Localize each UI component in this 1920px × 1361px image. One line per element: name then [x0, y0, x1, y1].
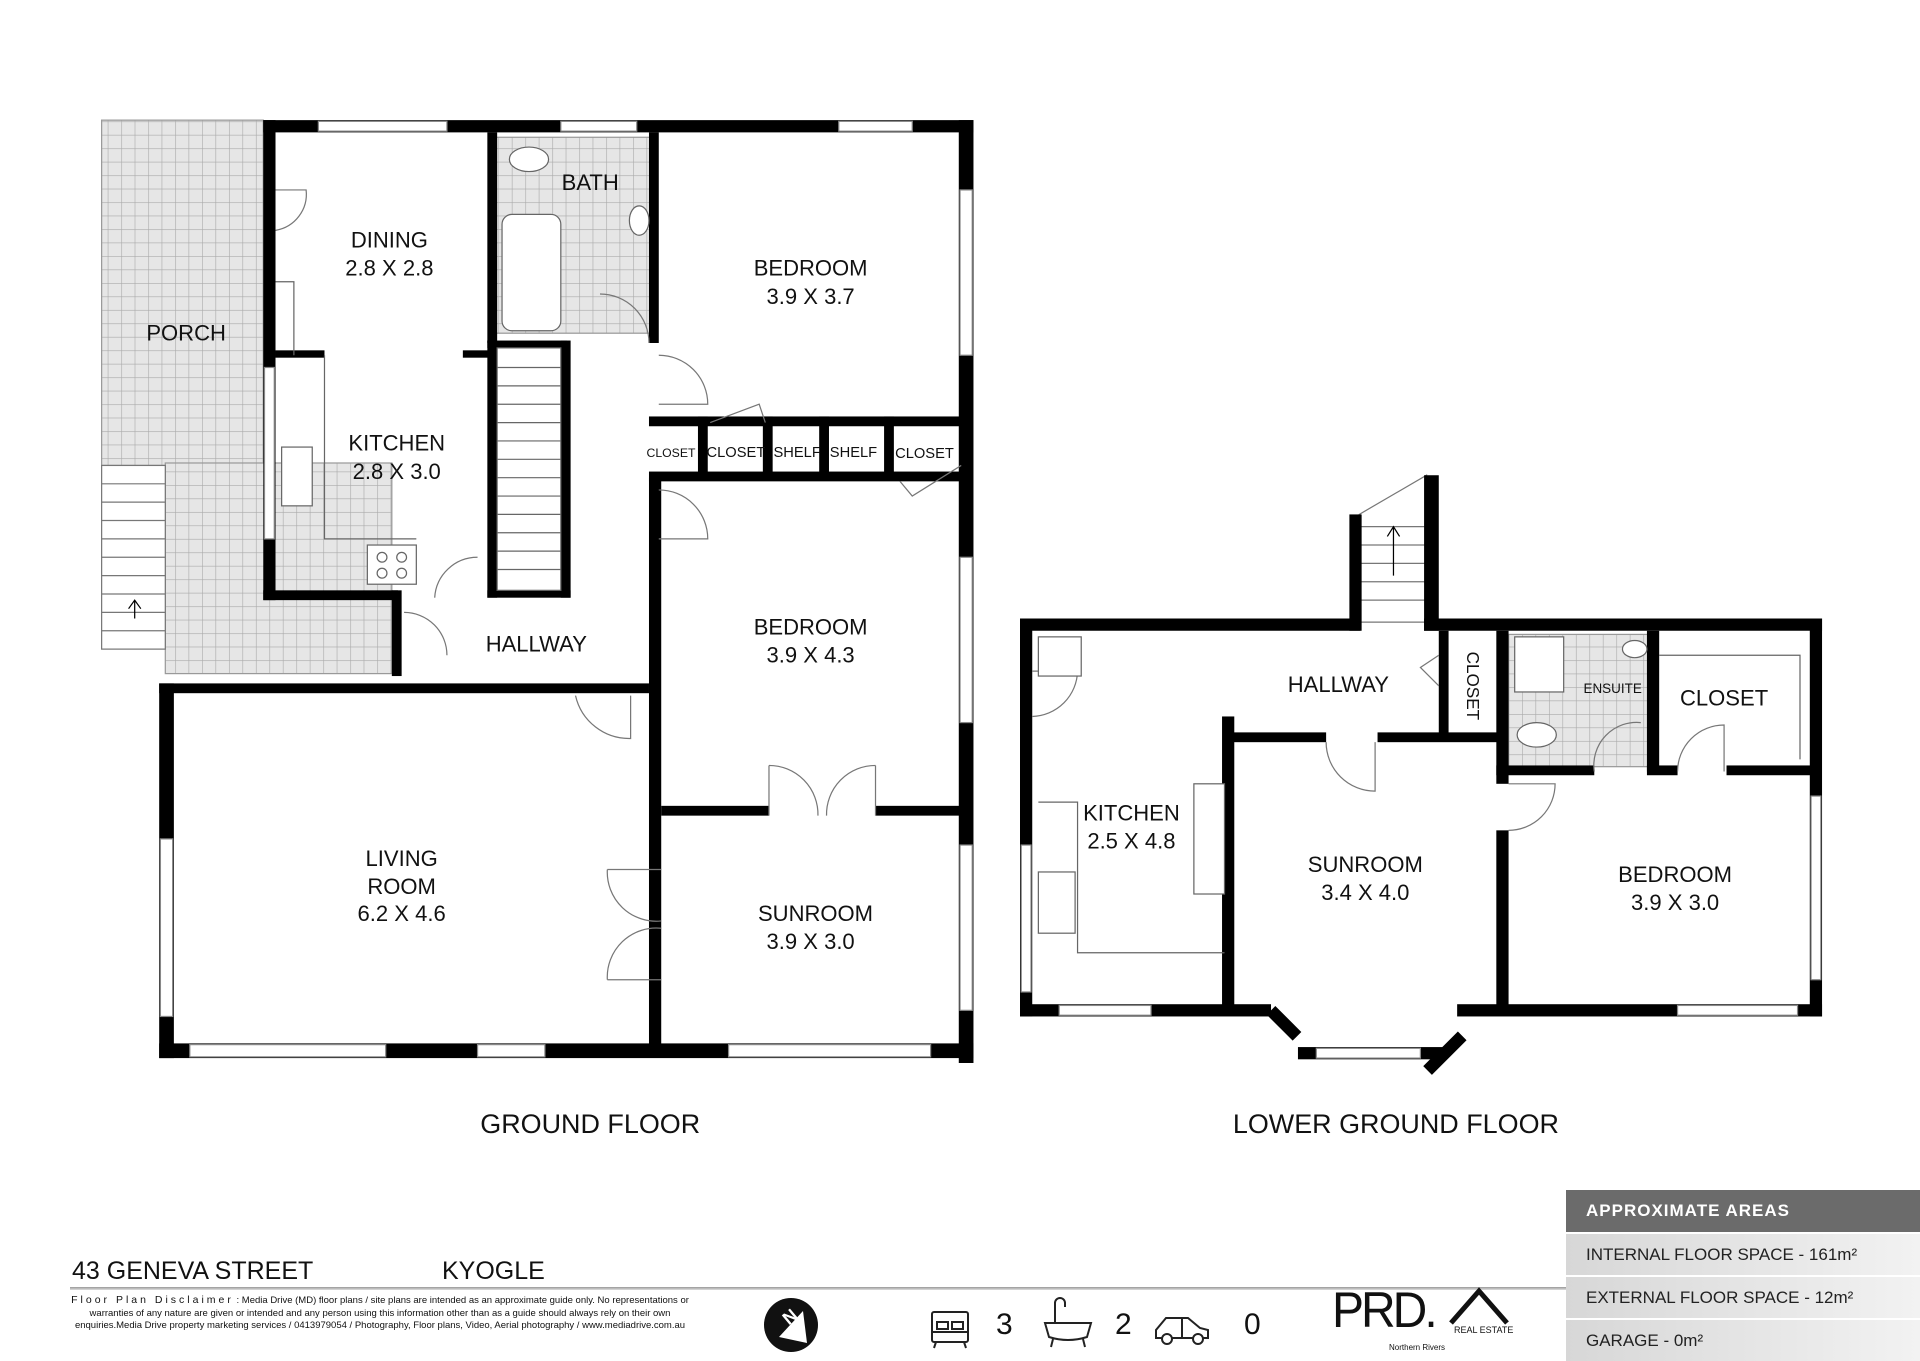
storage-label: CLOSET [647, 446, 696, 460]
room-label-closet: CLOSET [1463, 652, 1483, 721]
room-label-bath: BATH [562, 170, 619, 195]
logo-brand: PRD. [1332, 1282, 1438, 1339]
toilet-icon [1516, 721, 1557, 748]
room-label-dining: DINING [351, 227, 428, 252]
room-dims-kitchen: 2.8 X 3.0 [353, 459, 441, 484]
disclaimer-text: : Media Drive (MD) floor plans / site pl… [74, 1295, 689, 1331]
basin-icon [628, 205, 650, 236]
storage-label: CLOSET [895, 446, 954, 462]
logo-region: Northern Rivers [1389, 1343, 1446, 1352]
prd-logo: PRD. REAL ESTATE Northern Rivers [1332, 1283, 1532, 1355]
room-label-hallway: HALLWAY [486, 632, 588, 657]
room-dims-sunroom: 3.4 X 4.0 [1321, 880, 1409, 905]
room-dims-sunroom: 3.9 X 3.0 [767, 929, 855, 954]
areas-title: APPROXIMATE AREAS [1566, 1190, 1920, 1232]
basin-icon [1621, 639, 1648, 659]
windows [1020, 795, 1822, 1059]
room-dims-dining: 2.8 X 2.8 [345, 256, 433, 281]
sink-icon [281, 446, 313, 507]
divider [70, 1287, 1570, 1290]
external-floor-space: EXTERNAL FLOOR SPACE - 12m² [1566, 1275, 1920, 1318]
room-dims-kitchen: 2.5 X 4.8 [1087, 829, 1175, 854]
logo-subtitle: REAL ESTATE [1454, 1325, 1514, 1335]
suburb: KYOGLE [442, 1257, 545, 1285]
room-dims-bedroom: 3.9 X 3.0 [1631, 890, 1719, 915]
address: 43 GENEVA STREET [72, 1257, 314, 1285]
porch-area [101, 119, 264, 467]
approximate-areas-panel: APPROXIMATE AREAS INTERNAL FLOOR SPACE -… [1566, 1190, 1920, 1361]
sink-icon [1037, 636, 1082, 677]
room-label-kitchen: KITCHEN [1083, 801, 1180, 826]
ground-floor-plan: PORCH DINING 2.8 X 2.8 KITCHEN 2.8 X 3.0… [101, 119, 974, 1139]
storage-label: SHELF [773, 445, 820, 461]
floor-title-lower: LOWER GROUND FLOOR [1233, 1109, 1559, 1139]
disclaimer: Floor Plan Disclaimer : Media Drive (MD)… [60, 1294, 700, 1333]
bedroom-count: 3 [996, 1308, 1013, 1341]
room-dims-living: 6.2 X 4.6 [358, 901, 446, 926]
porch-stairs [101, 464, 166, 650]
room-label-sunroom: SUNROOM [1308, 852, 1423, 877]
bathtub-icon [501, 213, 562, 332]
room-label-hallway: HALLWAY [1288, 672, 1390, 697]
storage-label: CLOSET [707, 445, 766, 461]
fixtures [275, 146, 650, 591]
toilet-icon [508, 146, 550, 173]
room-label-living-1: LIVING [366, 846, 438, 871]
bed-icon [931, 1311, 969, 1349]
room-label-living-2: ROOM [367, 874, 436, 899]
lower-stairs [1358, 474, 1428, 623]
floor-title-ground: GROUND FLOOR [480, 1109, 700, 1139]
bathroom-count: 2 [1115, 1308, 1132, 1341]
room-dims-bedroom-1: 3.9 X 3.7 [767, 284, 855, 309]
room-label-bedroom: BEDROOM [1618, 862, 1732, 887]
fixtures [1037, 636, 1801, 954]
doors [275, 189, 962, 981]
garage-space: GARAGE - 0m² [1566, 1318, 1920, 1361]
compass-icon: N [764, 1298, 818, 1352]
room-label-ensuite: ENSUITE [1583, 681, 1641, 696]
car-space-count: 0 [1244, 1308, 1261, 1341]
storage-label: SHELF [830, 445, 877, 461]
room-label-kitchen: KITCHEN [348, 431, 445, 456]
windows [159, 120, 973, 1058]
disclaimer-heading: Floor Plan Disclaimer [71, 1294, 234, 1306]
internal-floor-space: INTERNAL FLOOR SPACE - 161m² [1566, 1232, 1920, 1275]
room-label-porch: PORCH [146, 321, 226, 346]
lower-ground-floor-plan: HALLWAY CLOSET ENSUITE CLOSET KITCHEN 2.… [1020, 474, 1823, 1139]
room-label-bedroom-1: BEDROOM [754, 256, 868, 281]
room-dims-bedroom-2: 3.9 X 4.3 [767, 643, 855, 668]
shower-icon [1514, 636, 1565, 693]
car-icon [1155, 1317, 1209, 1345]
bath-icon [1043, 1297, 1093, 1348]
sink-icon [1037, 871, 1076, 934]
room-label-sunroom: SUNROOM [758, 901, 873, 926]
roof-icon [1449, 1287, 1509, 1325]
room-label-bedroom-2: BEDROOM [754, 614, 868, 639]
porch-area-lower [164, 462, 393, 675]
stove-icon [366, 544, 417, 585]
room-label-closet: CLOSET [1680, 685, 1768, 710]
